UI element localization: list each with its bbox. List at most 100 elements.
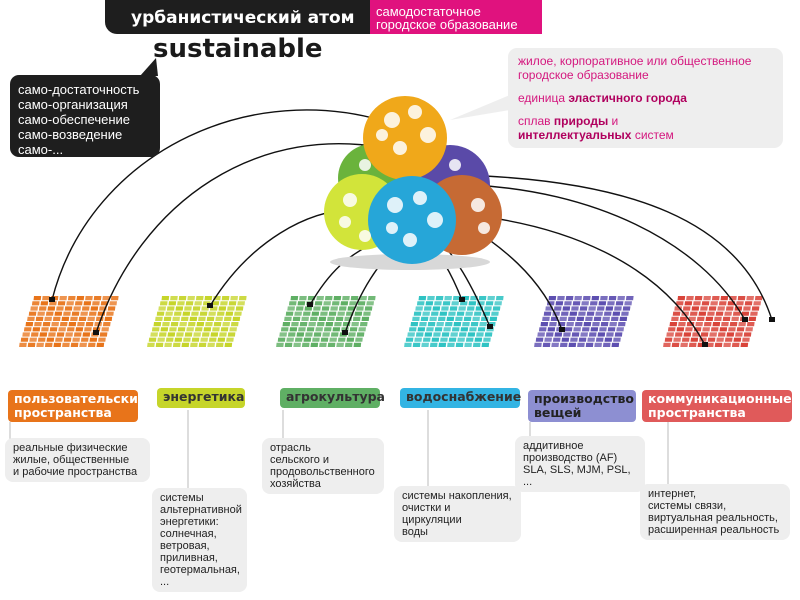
grid-tile bbox=[714, 316, 722, 321]
grid-tile bbox=[295, 306, 304, 311]
grid-tile bbox=[150, 332, 158, 337]
category-energy: энергетика bbox=[157, 388, 245, 408]
grid-tile bbox=[87, 342, 96, 347]
grid-tile bbox=[698, 311, 707, 316]
category-agriculture: агрокультура bbox=[280, 388, 385, 408]
grid-tile bbox=[705, 316, 714, 321]
grid-tile bbox=[676, 327, 685, 332]
grid-tile bbox=[613, 337, 621, 342]
grid-tile bbox=[684, 301, 693, 306]
grid-tile bbox=[185, 301, 194, 306]
grid-tile bbox=[323, 327, 332, 332]
grid-tile bbox=[79, 342, 87, 347]
grid-tile bbox=[42, 296, 50, 301]
grid-tile bbox=[99, 332, 108, 337]
grid-tile bbox=[598, 301, 607, 306]
grid-tile bbox=[451, 327, 460, 332]
grid-tile bbox=[44, 316, 52, 321]
grid-tile bbox=[574, 296, 582, 301]
grid-tile bbox=[602, 316, 610, 321]
grid-tile bbox=[27, 342, 36, 347]
grid-tile bbox=[330, 306, 338, 311]
grid-tile bbox=[334, 322, 342, 327]
grid-tile bbox=[565, 296, 574, 301]
grid-tile bbox=[165, 311, 173, 316]
definition-bold: эластичного города bbox=[568, 91, 687, 105]
definition-2: единица эластичного города bbox=[518, 91, 773, 105]
grid-tile bbox=[31, 301, 40, 306]
grid-tile bbox=[172, 316, 180, 321]
grid-tile bbox=[468, 301, 477, 306]
grid-tile bbox=[63, 311, 71, 316]
grid-tile bbox=[297, 301, 306, 306]
grid-tile bbox=[685, 327, 693, 332]
grid-tile bbox=[216, 311, 225, 316]
grid-tile bbox=[477, 327, 486, 332]
grid-tile bbox=[155, 342, 164, 347]
grid-tile bbox=[710, 327, 719, 332]
description-line: виртуальная реальность, bbox=[648, 512, 778, 524]
grid-tile bbox=[76, 296, 85, 301]
grid-tile bbox=[484, 332, 493, 337]
grid-tile bbox=[327, 342, 336, 347]
definition-text: систем bbox=[631, 128, 674, 142]
grid-tile bbox=[462, 322, 470, 327]
description-user-spaces: реальные физические жилые, общественные … bbox=[5, 438, 150, 482]
grid-tile bbox=[227, 332, 236, 337]
grid-tile bbox=[694, 296, 703, 301]
grid-tile bbox=[444, 322, 453, 327]
grid-tile bbox=[45, 311, 54, 316]
grid-tile bbox=[204, 296, 213, 301]
grid-tile bbox=[199, 311, 208, 316]
description-line: SLA, SLS, MJM, PSL, ... bbox=[523, 464, 631, 488]
category-communication: коммуникационные пространства bbox=[642, 390, 792, 422]
grid-tile bbox=[571, 332, 580, 337]
description-line: воды bbox=[402, 526, 428, 538]
grid-tile bbox=[98, 337, 106, 342]
grid-tile bbox=[602, 342, 611, 347]
grid-tile bbox=[586, 311, 595, 316]
grid-tile bbox=[358, 327, 366, 332]
grid-tile bbox=[722, 316, 731, 321]
grid-tile bbox=[608, 296, 617, 301]
grid-tile bbox=[459, 301, 468, 306]
grid-tile bbox=[451, 301, 459, 306]
right-bubble-tail bbox=[450, 95, 510, 120]
grid-tile bbox=[690, 337, 699, 342]
grid-tile bbox=[707, 337, 716, 342]
grid-tile bbox=[673, 337, 681, 342]
grid-tile bbox=[80, 311, 88, 316]
grid-tile bbox=[182, 311, 191, 316]
grid-tile bbox=[230, 296, 238, 301]
grid-tile bbox=[688, 316, 696, 321]
grid-tile bbox=[616, 327, 624, 332]
grid-tile bbox=[174, 337, 183, 342]
grid-tile bbox=[284, 342, 293, 347]
description-line: системы накопления, bbox=[402, 490, 512, 502]
grid-tile bbox=[48, 332, 56, 337]
grid-tile bbox=[568, 342, 577, 347]
description-communication: интернет, системы связи, виртуальная реа… bbox=[640, 484, 790, 540]
grid-tile bbox=[220, 327, 229, 332]
grid-tile bbox=[481, 342, 490, 347]
connector-anchor bbox=[307, 302, 313, 307]
definition-bold: интеллектуальных bbox=[518, 128, 632, 142]
left-bubble-tail bbox=[140, 58, 158, 76]
grid-tile bbox=[553, 306, 562, 311]
grid-tile bbox=[534, 342, 542, 347]
grid-tile bbox=[175, 306, 184, 311]
category-label: производство bbox=[534, 391, 634, 406]
grid-tile bbox=[733, 337, 742, 342]
grid-tile bbox=[19, 342, 27, 347]
grid-tile bbox=[725, 306, 734, 311]
definition-text: единица bbox=[518, 91, 569, 105]
description-energy: системы альтернативной энергетики: солне… bbox=[152, 488, 247, 592]
definition-text: сплав bbox=[518, 114, 554, 128]
grid-tile bbox=[277, 337, 286, 342]
grid-tile bbox=[44, 342, 53, 347]
grid-tile bbox=[478, 296, 487, 301]
grid-tile bbox=[731, 342, 740, 347]
description-water: системы накопления, очистки и циркуляции… bbox=[394, 486, 521, 542]
grid-tile bbox=[148, 337, 157, 342]
grid-tile bbox=[484, 306, 492, 311]
